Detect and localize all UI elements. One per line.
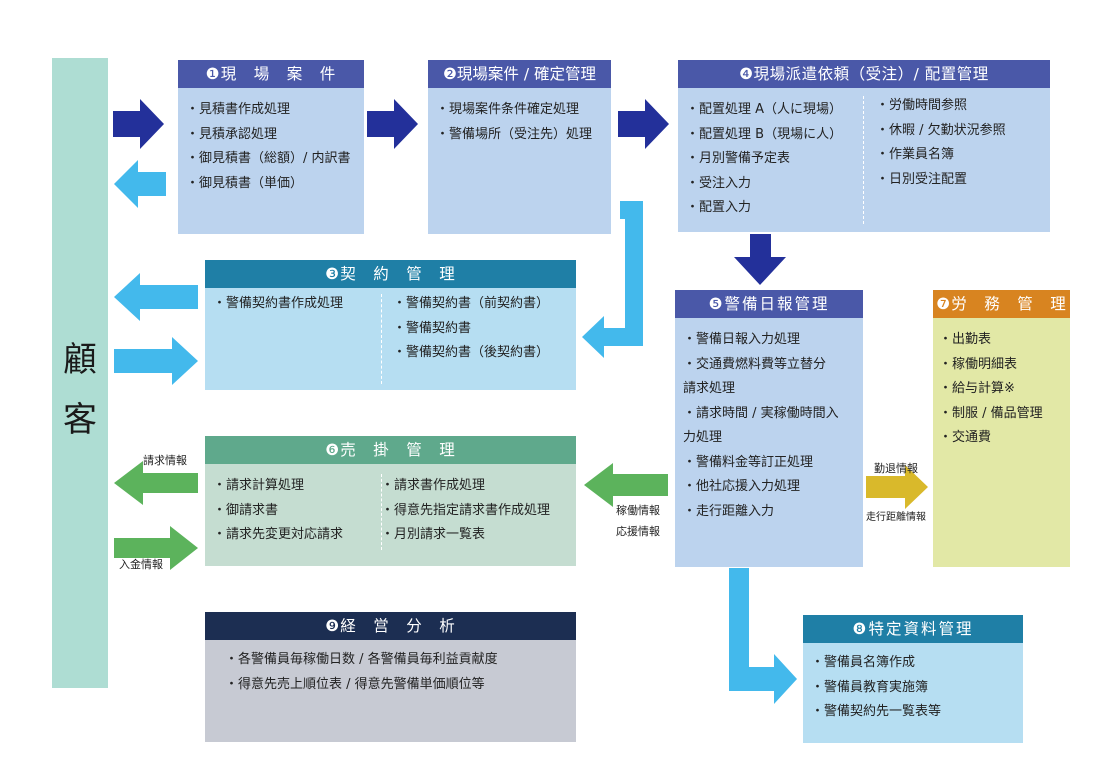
list-item: 配置入力 <box>686 196 842 221</box>
box-kakutei-kanri-title: ❷現場案件 / 確定管理 <box>428 60 611 88</box>
box-keiyaku-kanri[interactable]: ❸契 約 管 理 警備契約書作成処理 警備契約書（前契約書） 警備契約書 警備契… <box>205 260 576 390</box>
list-item: 稼働明細表 <box>939 353 1043 378</box>
list-item: 警備契約書（前契約書） <box>393 292 549 317</box>
box-keiei-bunseki-title: ❾経 営 分 析 <box>205 612 576 640</box>
box-genba-anken-title: ❶現 場 案 件 <box>178 60 364 88</box>
customer-bar: 顧 客 <box>52 58 108 688</box>
label-ouen-joho: 応援情報 <box>616 525 660 538</box>
list-item: 給与計算※ <box>939 377 1043 402</box>
arrow-genba-to-customer <box>114 160 166 208</box>
list-item: ・警備日報入力処理 <box>683 332 801 347</box>
keiei-item-list: 各警備員毎稼働日数 / 各警備員毎利益貢献度 得意先売上順位表 / 得意先警備単… <box>225 648 498 697</box>
box-keiei-bunseki[interactable]: ❾経 営 分 析 各警備員毎稼働日数 / 各警備員毎利益貢献度 得意先売上順位表… <box>205 612 576 742</box>
label-kintai-joho: 勤退情報 <box>874 462 918 475</box>
list-item: 請求先変更対応請求 <box>213 523 343 548</box>
list-item: 現場案件条件確定処理 <box>436 98 592 123</box>
roumu-item-list: 出勤表 稼働明細表 給与計算※ 制服 / 備品管理 交通費 <box>939 328 1043 451</box>
box-haken-irai[interactable]: ❹現場派遣依頼（受注）/ 配置管理 配置処理 A（人に現場） 配置処理 B（現場… <box>678 60 1050 232</box>
list-item: 配置処理 B（現場に人） <box>686 123 842 148</box>
nippo-item-list: ・警備日報入力処理 ・交通費燃料費等立替分 請求処理 ・請求時間 / 実稼働時間… <box>683 328 839 524</box>
list-item: ・走行距離入力 <box>683 503 775 519</box>
list-item: 力処理 <box>683 430 723 445</box>
list-item: 警備契約書作成処理 <box>213 292 343 317</box>
list-item: 請求書作成処理 <box>381 474 550 499</box>
list-item: ・請求時間 / 実稼働時間入 <box>683 405 839 421</box>
list-item: 見積承認処理 <box>186 123 351 148</box>
box-roumu-kanri[interactable]: ❼労 務 管 理 出勤表 稼働明細表 給与計算※ 制服 / 備品管理 交通費 <box>933 290 1070 567</box>
list-item: 警備員名簿作成 <box>811 651 941 676</box>
box-tokutei-shiryo[interactable]: ❽特定資料管理 警備員名簿作成 警備員教育実施簿 警備契約先一覧表等 <box>803 615 1023 743</box>
label-seikyu-joho: 請求情報 <box>143 454 187 467</box>
list-item: 労働時間参照 <box>876 94 1006 119</box>
list-item: ・警備料金等訂正処理 <box>683 454 814 470</box>
list-item: 配置処理 A（人に現場） <box>686 98 842 123</box>
tokutei-item-list: 警備員名簿作成 警備員教育実施簿 警備契約先一覧表等 <box>811 651 941 725</box>
divider <box>381 294 382 384</box>
box-kakutei-kanri[interactable]: ❷現場案件 / 確定管理 現場案件条件確定処理 警備場所（受注先）処理 <box>428 60 611 234</box>
list-item: 出勤表 <box>939 328 1043 353</box>
list-item: 休暇 / 欠勤状況参照 <box>876 119 1006 144</box>
list-item: 得意先売上順位表 / 得意先警備単価順位等 <box>225 673 498 698</box>
list-item: 月別警備予定表 <box>686 147 842 172</box>
arrow-keiyaku-to-customer <box>114 273 198 321</box>
arrow-kakutei-to-keiyaku <box>582 201 643 358</box>
keiyaku-item-list-right: 警備契約書（前契約書） 警備契約書 警備契約書（後契約書） <box>393 292 549 366</box>
box-haken-irai-title: ❹現場派遣依頼（受注）/ 配置管理 <box>678 60 1050 88</box>
box-keibi-nippo-title: ❺警備日報管理 <box>675 290 863 318</box>
list-item: 受注入力 <box>686 172 842 197</box>
box-urikake-kanri[interactable]: ❻売 掛 管 理 請求計算処理 御請求書 請求先変更対応請求 請求書作成処理 得… <box>205 436 576 566</box>
list-item: 請求計算処理 <box>213 474 343 499</box>
urikake-item-list-left: 請求計算処理 御請求書 請求先変更対応請求 <box>213 474 343 548</box>
list-item: ・他社応援入力処理 <box>683 479 801 494</box>
divider <box>863 96 864 224</box>
list-item: 御見積書（総額）/ 内訳書 <box>186 147 351 172</box>
list-item: 警備契約先一覧表等 <box>811 700 941 725</box>
box-urikake-kanri-title: ❻売 掛 管 理 <box>205 436 576 464</box>
arrow-customer-to-genba <box>113 99 164 149</box>
box-tokutei-shiryo-title: ❽特定資料管理 <box>803 615 1023 643</box>
list-item: 御見積書（単価） <box>186 172 351 197</box>
list-item: 日別受注配置 <box>876 168 1006 193</box>
list-item: 御請求書 <box>213 499 343 524</box>
list-item: 各警備員毎稼働日数 / 各警備員毎利益貢献度 <box>225 648 498 673</box>
list-item: 交通費 <box>939 426 1043 451</box>
box-keiyaku-kanri-title: ❸契 約 管 理 <box>205 260 576 288</box>
list-item: 請求処理 <box>683 381 736 396</box>
kakutei-item-list: 現場案件条件確定処理 警備場所（受注先）処理 <box>436 98 592 147</box>
label-soko-kyori-joho: 走行距離情報 <box>866 512 926 523</box>
list-item: 見積書作成処理 <box>186 98 351 123</box>
list-item: 警備員教育実施簿 <box>811 676 941 701</box>
urikake-item-list-right: 請求書作成処理 得意先指定請求書作成処理 月別請求一覧表 <box>381 474 550 548</box>
arrow-nippo-to-urikake <box>584 463 668 507</box>
list-item: 作業員名簿 <box>876 143 1006 168</box>
list-item: 月別請求一覧表 <box>381 523 550 548</box>
haken-item-list-left: 配置処理 A（人に現場） 配置処理 B（現場に人） 月別警備予定表 受注入力 配… <box>686 98 842 221</box>
arrow-customer-to-urikake <box>114 526 198 570</box>
arrow-kakutei-to-haken <box>618 99 669 149</box>
list-item: ・交通費燃料費等立替分 <box>683 356 827 372</box>
list-item: 警備契約書 <box>393 317 549 342</box>
label-nyukin-joho: 入金情報 <box>119 558 163 571</box>
box-roumu-kanri-title: ❼労 務 管 理 <box>933 290 1070 318</box>
list-item: 制服 / 備品管理 <box>939 402 1043 427</box>
label-kado-joho: 稼働情報 <box>616 504 660 517</box>
list-item: 警備契約書（後契約書） <box>393 341 549 366</box>
keiyaku-item-list-left: 警備契約書作成処理 <box>213 292 343 317</box>
box-genba-anken[interactable]: ❶現 場 案 件 見積書作成処理 見積承認処理 御見積書（総額）/ 内訳書 御見… <box>178 60 364 234</box>
arrow-genba-to-kakutei <box>367 99 418 149</box>
arrow-customer-to-keiyaku <box>114 337 198 385</box>
haken-item-list-right: 労働時間参照 休暇 / 欠勤状況参照 作業員名簿 日別受注配置 <box>876 94 1006 192</box>
arrow-haken-to-nippo <box>734 234 786 285</box>
genba-item-list: 見積書作成処理 見積承認処理 御見積書（総額）/ 内訳書 御見積書（単価） <box>186 98 351 196</box>
list-item: 得意先指定請求書作成処理 <box>381 499 550 524</box>
box-keibi-nippo[interactable]: ❺警備日報管理 ・警備日報入力処理 ・交通費燃料費等立替分 請求処理 ・請求時間… <box>675 290 863 567</box>
arrow-nippo-to-tokutei <box>729 568 797 704</box>
arrow-nippo-to-roumu <box>866 465 928 509</box>
arrow-urikake-to-customer <box>114 461 198 505</box>
list-item: 警備場所（受注先）処理 <box>436 123 592 148</box>
customer-label: 顧 客 <box>63 340 97 440</box>
